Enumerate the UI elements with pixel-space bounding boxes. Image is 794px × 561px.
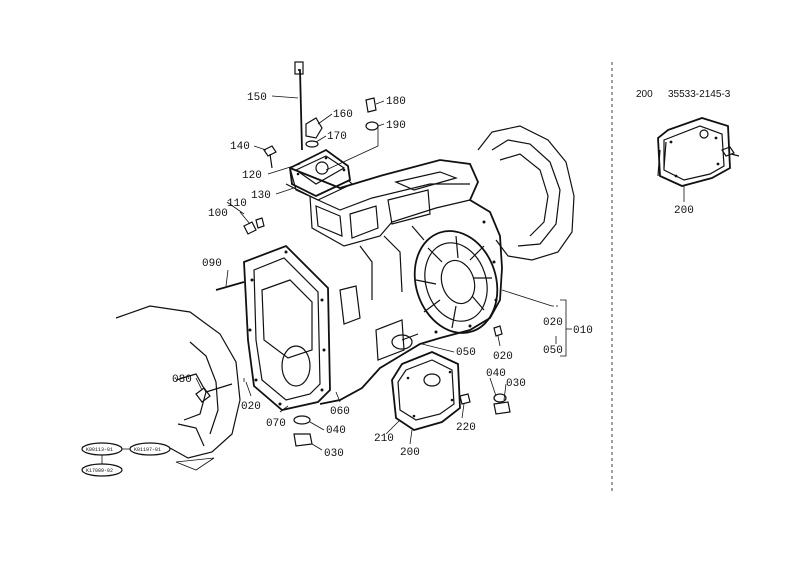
serial-tag-2: K01197-01 [134, 447, 161, 453]
label-020-group: 020 [543, 317, 563, 329]
label-030-bottom: 030 [324, 448, 344, 460]
label-030-side: 030 [506, 378, 526, 390]
stud-090 [215, 281, 245, 291]
label-180: 180 [386, 96, 406, 108]
label-040-side: 040 [486, 368, 506, 380]
serial-tag-1: K00113-01 [86, 447, 113, 453]
label-020-pin: 020 [493, 351, 513, 363]
label-020-front: 020 [241, 401, 261, 413]
transmission-case [289, 125, 575, 405]
bolt-080 [195, 383, 233, 403]
label-080: 080 [172, 374, 192, 386]
label-100: 100 [208, 208, 228, 220]
assembly-ref: 200 [636, 89, 653, 100]
serial-tags: K00113-01 K01197-01 K17089-02 [81, 442, 171, 477]
front-gasket-plate [243, 244, 331, 411]
nut-030-washer-040 [293, 393, 511, 447]
label-200-main: 200 [400, 447, 420, 459]
label-210: 210 [374, 433, 394, 445]
label-200-right: 200 [674, 205, 694, 217]
label-090: 090 [202, 258, 222, 270]
label-050-group: 050 [543, 345, 563, 357]
label-170: 170 [327, 131, 347, 143]
side-cover-assembly [391, 351, 471, 431]
label-010: 010 [573, 325, 593, 337]
label-070: 070 [266, 418, 286, 430]
leader-lines [195, 95, 553, 451]
group-bracket-010 [552, 299, 572, 357]
bolt-140 [263, 145, 277, 169]
label-060: 060 [330, 406, 350, 418]
label-120: 120 [242, 170, 262, 182]
engine-housing-outline [115, 305, 241, 471]
assembly-part-number: 35533-2145-3 [668, 89, 731, 100]
label-140: 140 [230, 141, 250, 153]
label-130: 130 [251, 190, 271, 202]
label-050: 050 [456, 347, 476, 359]
top-cover-assembly [285, 61, 379, 201]
label-040-bottom: 040 [326, 425, 346, 437]
label-110: 110 [227, 198, 247, 210]
serial-tag-3: K17089-02 [86, 468, 113, 474]
label-190: 190 [386, 120, 406, 132]
label-220: 220 [456, 422, 476, 434]
label-150: 150 [247, 92, 267, 104]
label-160: 160 [333, 109, 353, 121]
cover-assembly-detail [657, 117, 740, 187]
